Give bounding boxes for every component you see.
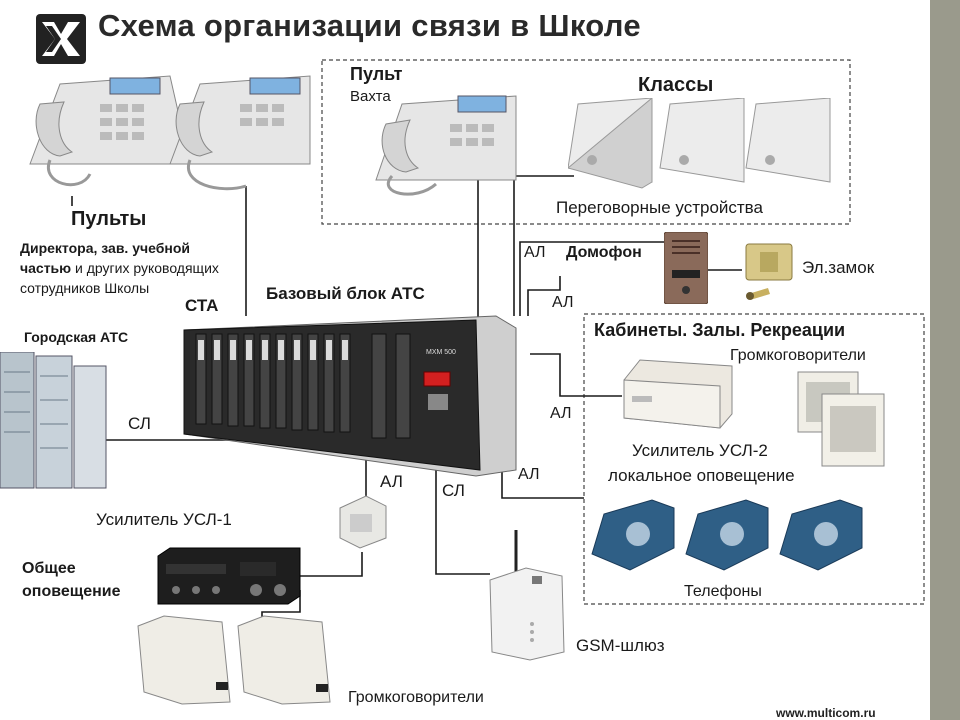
director-rest-text: и других руководящих сотрудников Школы <box>20 260 219 296</box>
office-phones-icon <box>591 499 863 571</box>
label-domofon: Домофон <box>566 244 642 261</box>
loudspeakers-icon <box>797 371 885 467</box>
rack-model-label: MXM 500 <box>426 349 456 356</box>
wall-module-icon <box>339 495 387 549</box>
intercom-units-icon <box>568 98 831 189</box>
label-el-zamok: Эл.замок <box>802 258 875 277</box>
label-sl-2: СЛ <box>442 481 465 500</box>
page-title: Схема организации связи в Школе <box>98 8 641 43</box>
label-gorodskaya: Городская АТС <box>24 329 129 345</box>
general-loudspeakers-icon <box>137 615 331 705</box>
region-kabinety <box>583 313 925 605</box>
label-obshee-1: Общее <box>22 560 76 577</box>
label-gsm: GSM-шлюз <box>576 636 665 655</box>
label-al-1: АЛ <box>524 244 546 261</box>
label-gromkogovoriteli-top: Громкоговорители <box>730 347 866 364</box>
region-pult-vahta-klassy <box>321 59 851 225</box>
label-al-3: АЛ <box>550 405 572 422</box>
label-usilitel-usl1: Усилитель УСЛ-1 <box>96 510 232 529</box>
label-peregovornye: Переговорные устройства <box>556 198 763 217</box>
label-obshee-2: оповещение <box>22 583 121 600</box>
ats-base-block-icon: MXM 500 <box>183 315 517 477</box>
label-al-5: АЛ <box>380 472 403 491</box>
label-klassy: Классы <box>638 74 714 96</box>
amplifier-usl1-icon <box>157 547 301 605</box>
doorphone-icon <box>664 232 708 304</box>
director-phones-icon <box>29 75 311 191</box>
label-al-2: АЛ <box>552 294 574 311</box>
multicom-logo <box>36 14 86 64</box>
director-description: Директора, зав. учебной частью и других … <box>20 238 230 298</box>
director-bold-text: Директора, зав. учебной частью <box>20 240 190 276</box>
label-sta: СТА <box>185 296 219 315</box>
label-usilitel-usl2: Усилитель УСЛ-2 <box>632 441 768 460</box>
vahta-phone-icon <box>375 95 517 196</box>
label-pult: Пульт <box>350 64 403 84</box>
label-vahta: Вахта <box>350 88 391 105</box>
label-base-block: Базовый блок АТС <box>266 284 425 303</box>
label-lokalnoe: локальное оповещение <box>608 466 795 485</box>
amplifier-usl2-icon <box>623 359 733 429</box>
gsm-gateway-icon <box>489 530 565 661</box>
label-sl-1: СЛ <box>128 414 151 433</box>
city-ats-icon <box>0 352 107 489</box>
label-gromkogovoriteli-bottom: Громкоговорители <box>348 689 484 706</box>
label-al-4: АЛ <box>518 466 540 483</box>
label-kabinety: Кабинеты. Залы. Рекреации <box>594 320 846 340</box>
label-pults: Пульты <box>71 208 147 230</box>
website-url: www.multicom.ru <box>776 706 876 720</box>
electric-lock-icon <box>745 243 793 300</box>
decor-sidebar <box>930 0 960 720</box>
label-telefony: Телефоны <box>684 583 762 600</box>
